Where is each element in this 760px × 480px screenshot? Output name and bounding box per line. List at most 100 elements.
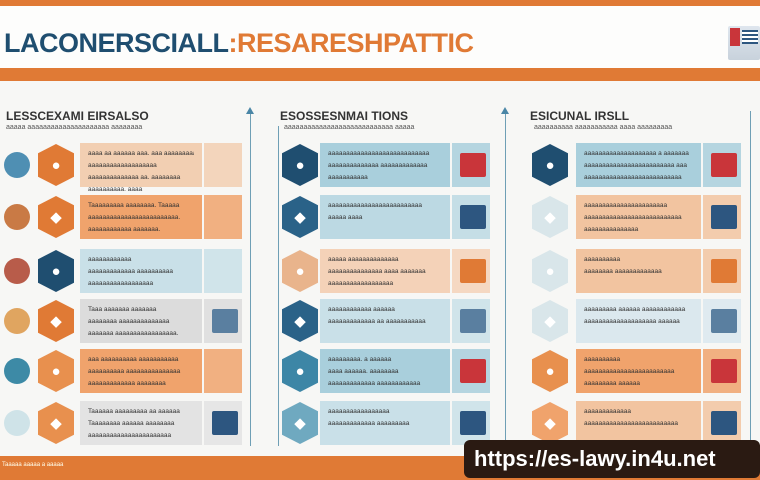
card-text-line: aaaaaaaaaa [584,256,621,263]
thumbnail-icon [460,359,486,383]
hexagon-icon: ● [282,350,318,392]
card-text-line: aaaaaaaaaaa [328,174,368,181]
card-text-line: aaaaaaaaaaaaaaaaaaaaaaaaa. [88,214,181,221]
column-subheading: aaaaaaaaaaaaaaaaaaaaaaaaaaaa aaaaa [284,124,415,131]
thumbnail-icon [460,411,486,435]
column-subheading: aaaaa aaaaaaaaaaaaaaaaaaaaa aaaaaaaa [6,124,143,131]
hexagon-icon: ◆ [38,300,74,342]
column-subheading: aaaaaaaaaa aaaaaaaaaaa aaaa aaaaaaaaa [534,124,673,131]
thumbnail-icon [711,411,737,435]
card-text-line: aaaaaaaaaaaaaaaaaaaaaaa [584,202,668,209]
card-text-line: aaaaaaaaaaaa [88,256,132,263]
hexagon-icon: ● [282,144,318,186]
flag-icon [728,26,760,60]
side-icon [4,410,30,436]
card-text-line: aaaaaaaaaaaaaaaaaaaa a aaaaaaa [584,150,689,157]
timeline-line [750,111,751,446]
column-heading: ESOSSESNMAI TIONS [280,109,409,123]
thumbnail-icon [212,411,238,435]
card-text-line: aaaaaaaaaaaaa [584,408,631,415]
hexagon-icon: ◆ [532,402,568,444]
card-text-line: aaaaaaa aaaaaaaaaaaaaaaaa. [88,330,179,337]
hexagon-icon: ● [38,350,74,392]
card-text-line: aaaaaaaaaaaaaaaaaaaa aaaaaa [584,318,680,325]
header-divider [0,68,760,81]
card-text-line: aaaaaaaaaa [584,356,621,363]
page-title: LACONERSCIALL:RESARESHPATTIC [4,28,474,58]
card-side-panel [204,249,242,293]
thumbnail-icon [711,359,737,383]
list-item: ● aaaaaaaaa. a aaaaaa aaaa aaaaaa. aaaaaaa… [260,349,510,393]
card-text-line: aaaaaaaaaa. aaaa [88,186,143,193]
card-text-line: aaaaaaaaa aaaaaa aaaaaaaaaaaa [584,306,686,313]
hexagon-icon: ◆ [282,300,318,342]
thumbnail-icon [460,309,486,333]
hexagon-icon: ◆ [38,196,74,238]
card-side-panel [204,349,242,393]
info-card: aaaaaaaaa aaaaaa aaaaaaaaaaaa aaaaaaaaaaa… [576,299,701,343]
side-icon [4,358,30,384]
card-text-line: aaaaaaaaaaaaaaaaaaaaaaa [88,432,172,439]
hexagon-icon: ◆ [38,402,74,444]
footer-text: Taaaaa aaaaa a aaaaa [2,462,64,468]
card-text-line: aaaaaaaaaaaaaaaaaa [328,280,394,287]
card-text-line: aaaaaaaaaaaaa aa aaaaaaaaaaa [328,318,426,325]
card-text-line: aaaa aa aaaaaa aaa. aaa aaaaaaaaa [88,150,194,157]
card-text-line: aaaaa aaaaaaaaaaaaaa [328,256,399,263]
side-icon [4,204,30,230]
header: LACONERSCIALL:RESARESHPATTIC [0,6,760,68]
hexagon-icon: ● [532,250,568,292]
thumbnail-icon [212,309,238,333]
thumbnail-icon [460,205,486,229]
info-card: aaaaaaaaa. a aaaaaa aaaa aaaaaa. aaaaaaaa… [320,349,450,393]
side-icon [4,308,30,334]
card-text-line: aaaaa aaaa [328,214,363,221]
card-text-line: aaaaaaaa aaaaaaaaaaaaa [584,268,662,275]
side-icon [4,258,30,284]
arrow-up-icon [501,107,509,114]
card-text-line: aaaaaaaaaaaaaaaaaaa [88,162,157,169]
column-heading: LESSCEXAMI EIRSALSO [6,109,149,123]
hexagon-icon: ● [532,144,568,186]
hexagon-icon: ◆ [282,402,318,444]
side-icon [4,152,30,178]
hexagon-icon: ● [532,350,568,392]
card-text-line: aaaaaaaaaaaaaaaaaaaaaaaaa [584,368,675,375]
timeline-line [278,126,279,446]
card-text-line: Taaaaaa aaaaaaaaa aa aaaaaa [88,408,180,415]
thumbnail-icon [711,153,737,177]
thumbnail-icon [460,153,486,177]
card-text-line: aaaa aaaaaa. aaaaaaaa [328,368,399,375]
hexagon-icon: ◆ [282,196,318,238]
thumbnail-icon [711,259,737,283]
hexagon-icon: ◆ [532,196,568,238]
thumbnail-icon [711,205,737,229]
card-text-line: aaaaaaaaa. a aaaaaa [328,356,392,363]
info-card: aaaaaaaaaa aaaaaaaa aaaaaaaaaaaaa [576,249,701,293]
card-text-line: aaaaaaaaaaaaaaa aaaa aaaaaaa [328,268,426,275]
card-text-line: aaaaaaaaaaaa aaaaaaa. [88,226,161,233]
card-text-line: aaaaaaaaaaaaaa aa. aaaaaaaa [88,174,181,181]
